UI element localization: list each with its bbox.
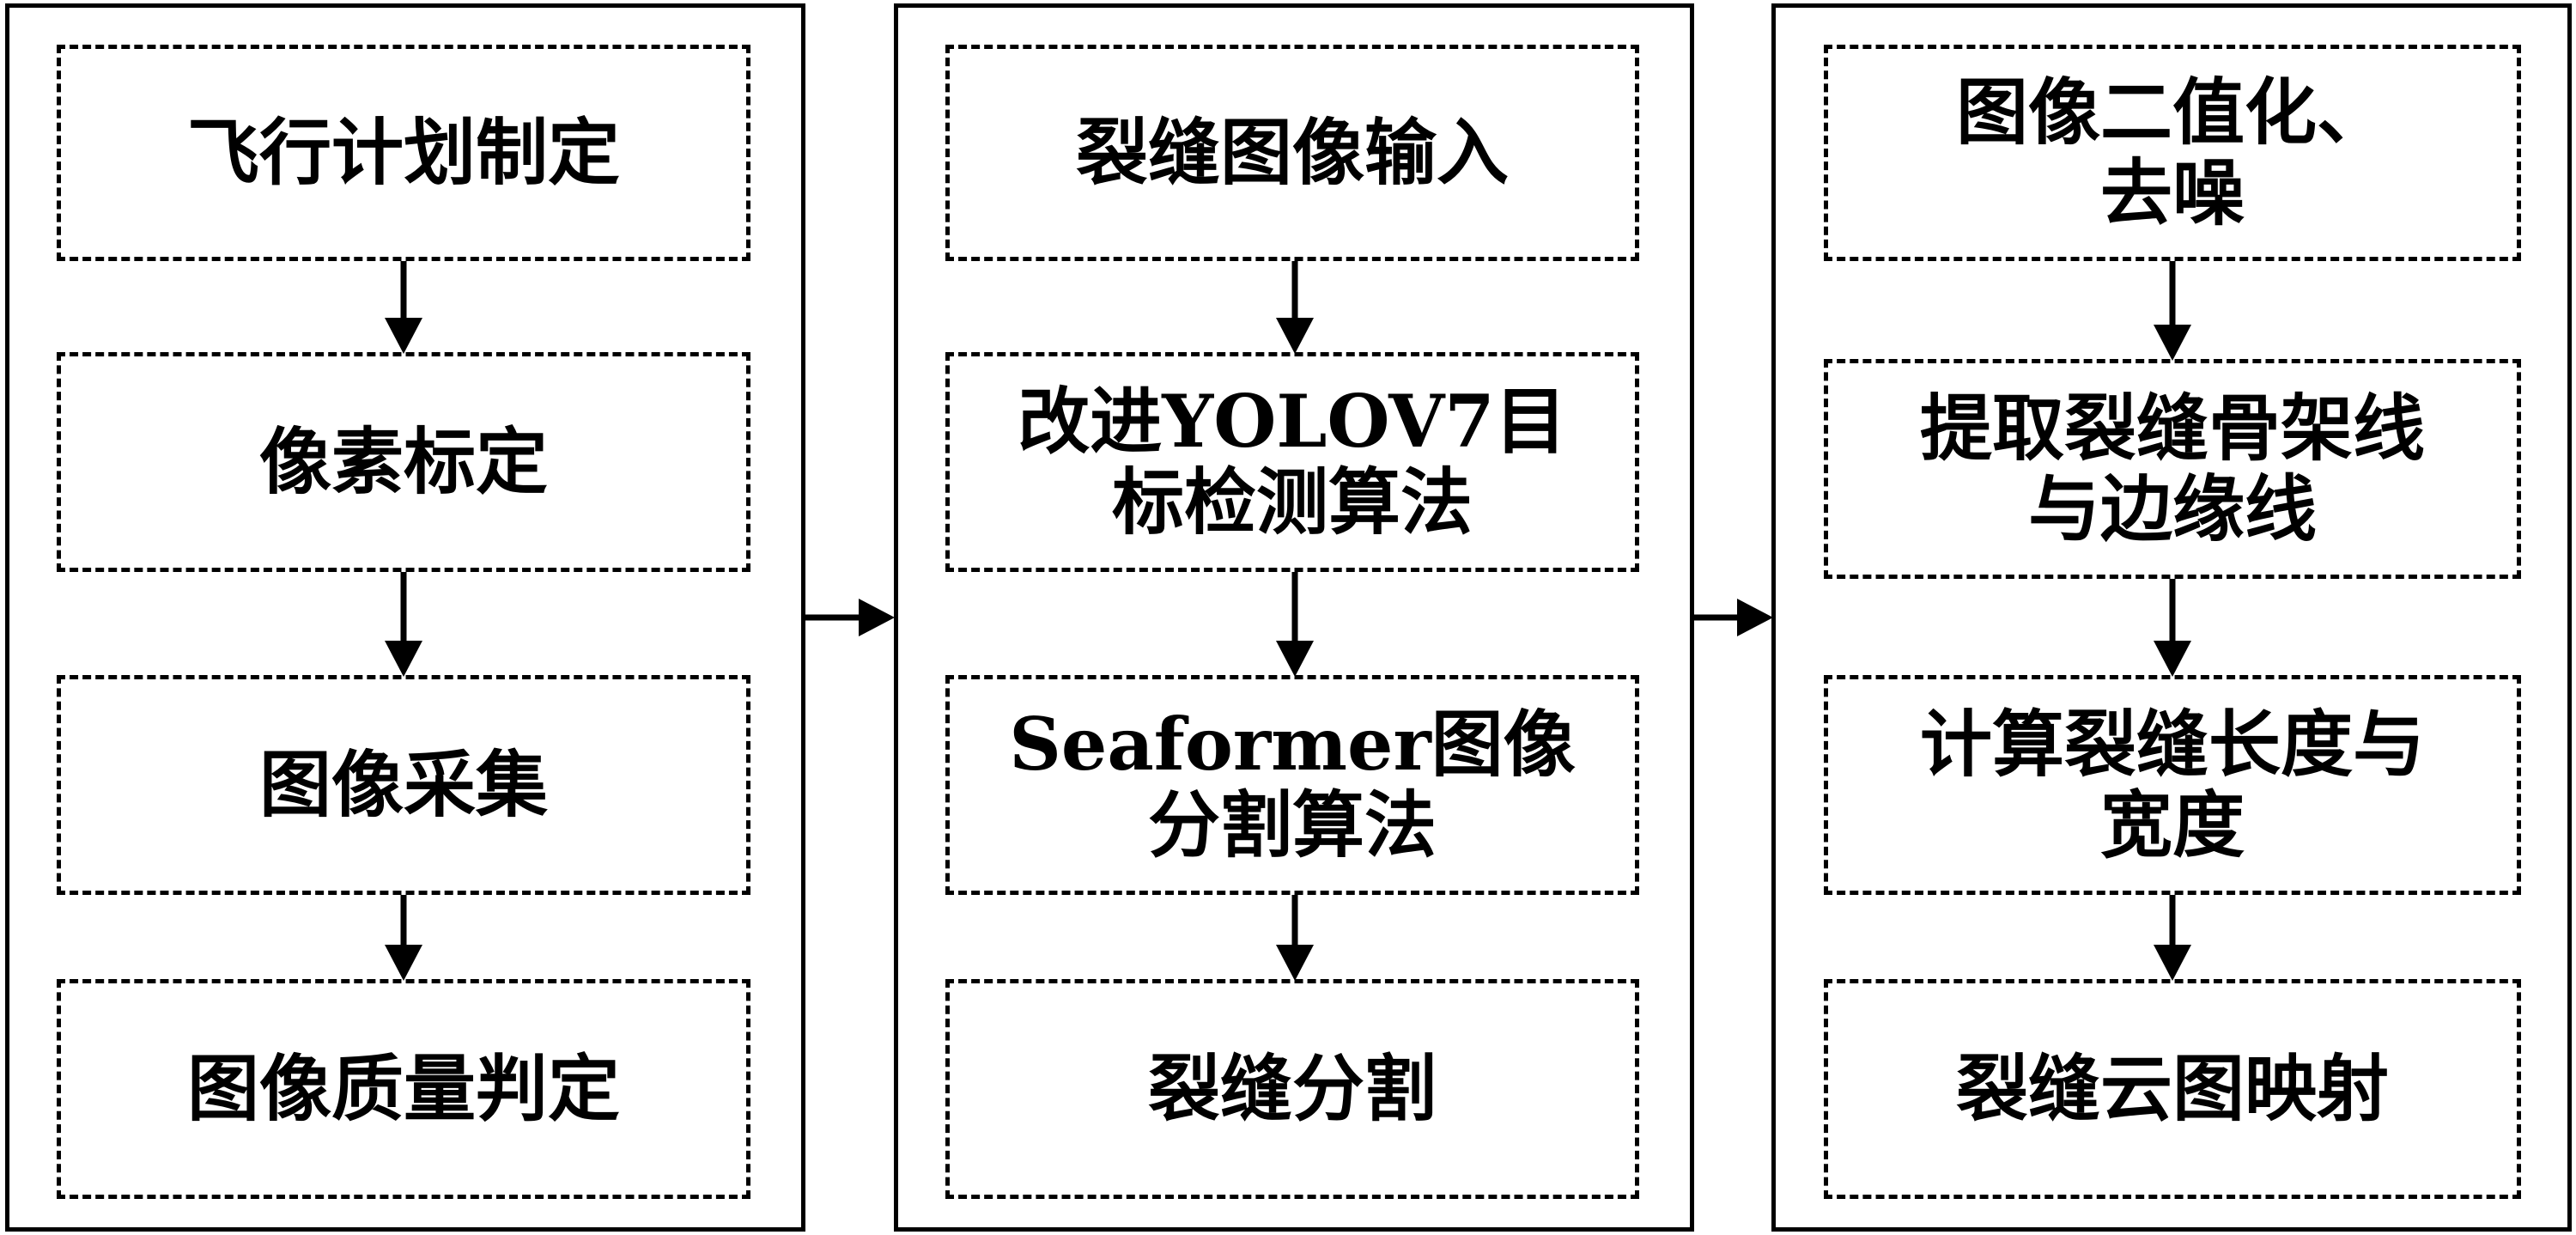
step-seaformer-segmentation: Seaformer图像 分割算法 (945, 675, 1639, 895)
step-yolov7-detection: 改进YOLOV7目 标检测算法 (945, 352, 1639, 572)
step-label: 飞行计划制定 (186, 109, 620, 195)
step-label: 改进YOLOV7目 标检测算法 (1018, 378, 1567, 544)
step-skeleton-edge-extraction: 提取裂缝骨架线 与边缘线 (1824, 359, 2521, 579)
arrow-head (2154, 641, 2191, 677)
step-pixel-calibration: 像素标定 (57, 352, 750, 572)
arrow-head (2154, 945, 2191, 981)
arrow-head (385, 945, 422, 981)
step-label: 裂缝图像输入 (1075, 109, 1509, 195)
step-label: 图像采集 (258, 741, 548, 827)
step-crack-segmentation: 裂缝分割 (945, 979, 1639, 1199)
arrow-head (385, 641, 422, 677)
arrow-head (1737, 599, 1773, 636)
step-label: 图像二值化、 去噪 (1955, 69, 2389, 235)
arrow-head (1276, 318, 1314, 354)
arrow-head (2154, 325, 2191, 361)
step-crack-image-input: 裂缝图像输入 (945, 45, 1639, 261)
step-image-quality-check: 图像质量判定 (57, 979, 750, 1199)
step-binarize-denoise: 图像二值化、 去噪 (1824, 45, 2521, 261)
step-label: 像素标定 (258, 418, 548, 504)
step-label: 裂缝分割 (1147, 1045, 1437, 1131)
step-flight-plan: 飞行计划制定 (57, 45, 750, 261)
step-label: Seaformer图像 分割算法 (1009, 701, 1576, 867)
step-crack-cloud-mapping: 裂缝云图映射 (1824, 979, 2521, 1199)
step-label: 计算裂缝长度与 宽度 (1919, 701, 2425, 867)
step-label: 提取裂缝骨架线 与边缘线 (1919, 385, 2425, 551)
arrow-head (1276, 945, 1314, 981)
arrow-head (385, 318, 422, 354)
step-label: 裂缝云图映射 (1955, 1045, 2389, 1131)
arrow-head (859, 599, 895, 636)
step-length-width-calc: 计算裂缝长度与 宽度 (1824, 675, 2521, 895)
arrow-head (1276, 641, 1314, 677)
step-image-acquisition: 图像采集 (57, 675, 750, 895)
step-label: 图像质量判定 (186, 1045, 620, 1131)
